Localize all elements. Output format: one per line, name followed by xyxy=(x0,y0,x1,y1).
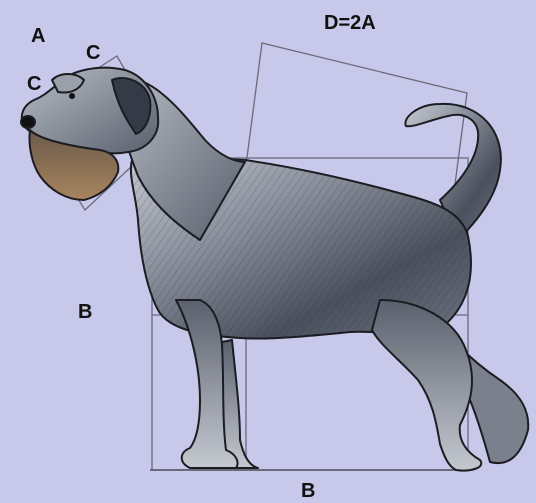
dog-schnauzer-figure xyxy=(21,68,528,471)
label-b-bottom: B xyxy=(301,481,315,501)
dog-nose xyxy=(21,116,35,128)
label-a: A xyxy=(31,26,45,46)
dog-eye xyxy=(69,93,75,99)
label-b-side: B xyxy=(78,302,92,322)
dog-near-hind-leg xyxy=(372,300,481,471)
label-c-top: C xyxy=(86,43,100,63)
label-c-left: C xyxy=(27,74,41,94)
label-d-equals-2a: D=2A xyxy=(324,13,376,33)
